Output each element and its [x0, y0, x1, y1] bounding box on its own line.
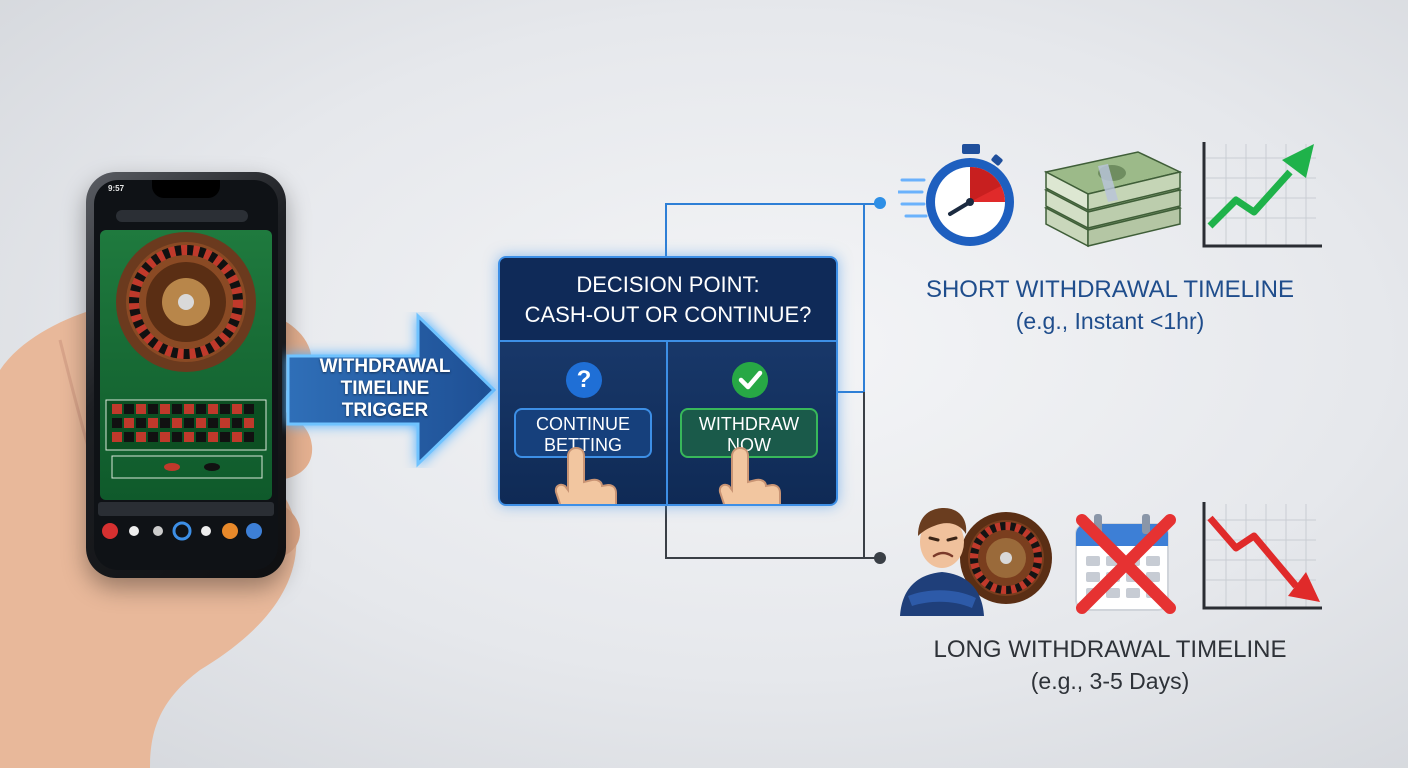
- stopwatch-icon: [898, 144, 1014, 246]
- pointing-hand-icon: [554, 446, 617, 504]
- phone-notch: [152, 180, 220, 198]
- calendar-cancel-icon: [1075, 514, 1176, 614]
- decision-title-line: CASH-OUT OR CONTINUE?: [524, 302, 812, 327]
- withdraw-now-button[interactable]: WITHDRAW NOW: [680, 408, 818, 458]
- trigger-arrow: [286, 312, 497, 468]
- chart-up-icon: [1202, 142, 1322, 248]
- decision-box: DECISION POINT: CASH-OUT OR CONTINUE? ? …: [498, 256, 838, 506]
- roulette-table: [100, 230, 272, 500]
- connector-dot-long: [874, 552, 886, 564]
- connector-dot-short: [874, 197, 886, 209]
- option-divider: [666, 342, 668, 504]
- chart-down-icon: [1202, 502, 1322, 610]
- trigger-label-line: TIMELINE: [340, 378, 430, 399]
- check-icon: [732, 362, 768, 398]
- roulette-wheel-graphic: [105, 232, 267, 479]
- chip-selector[interactable]: [100, 518, 272, 544]
- status-time: 9:57: [108, 184, 125, 193]
- browser-url-bar[interactable]: [116, 210, 248, 222]
- frustrated-person-icon: [900, 508, 1052, 616]
- long-timeline-subtitle: (e.g., 3-5 Days): [1030, 668, 1190, 694]
- roulette-wheel-icon: [960, 512, 1052, 604]
- pointing-hand-icon: [718, 446, 781, 504]
- short-timeline-title: SHORT WITHDRAWAL TIMELINE: [925, 276, 1295, 303]
- trigger-label-line: WITHDRAWAL: [319, 356, 451, 377]
- continue-button-line: CONTINUE: [536, 414, 630, 434]
- short-timeline-subtitle: (e.g., Instant <1hr): [1015, 308, 1205, 334]
- cash-stack-icon: [1043, 151, 1183, 248]
- phone-screen: 9:57: [94, 180, 278, 570]
- continue-button-line: BETTING: [543, 435, 622, 455]
- withdraw-button-line: WITHDRAW: [698, 414, 800, 434]
- decision-title-line: DECISION POINT:: [576, 272, 760, 297]
- trigger-label: WITHDRAWAL TIMELINE TRIGGER: [300, 356, 470, 422]
- long-timeline-title: LONG WITHDRAWAL TIMELINE: [933, 636, 1287, 663]
- question-icon: ?: [566, 362, 602, 398]
- smartphone: 9:57: [86, 172, 286, 578]
- decision-title: DECISION POINT: CASH-OUT OR CONTINUE?: [500, 258, 836, 342]
- trigger-label-line: TRIGGER: [341, 400, 429, 421]
- app-toolbar[interactable]: [98, 502, 274, 516]
